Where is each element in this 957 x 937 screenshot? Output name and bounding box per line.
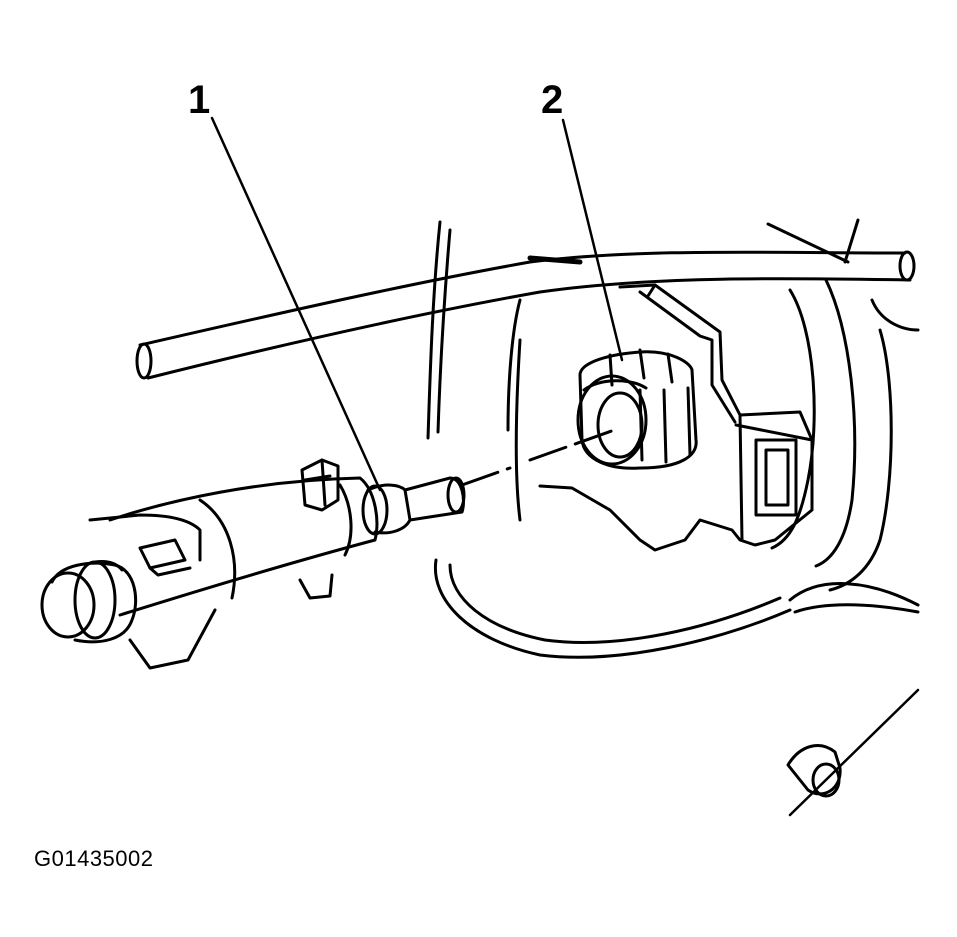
figure-id: G01435002: [34, 846, 154, 871]
sensor-connector: [42, 460, 464, 668]
view-orientation-icon: [788, 690, 918, 815]
callout-1: 1: [188, 78, 211, 122]
alignment-line: [462, 428, 620, 485]
leader-line-2: [563, 120, 622, 360]
mounting-bracket: [540, 285, 812, 550]
vehicle-panel: [428, 220, 918, 657]
leader-line-1: [212, 118, 380, 490]
callout-2: 2: [541, 78, 564, 122]
receptacle-clip: [578, 350, 696, 468]
cable: [137, 252, 914, 378]
